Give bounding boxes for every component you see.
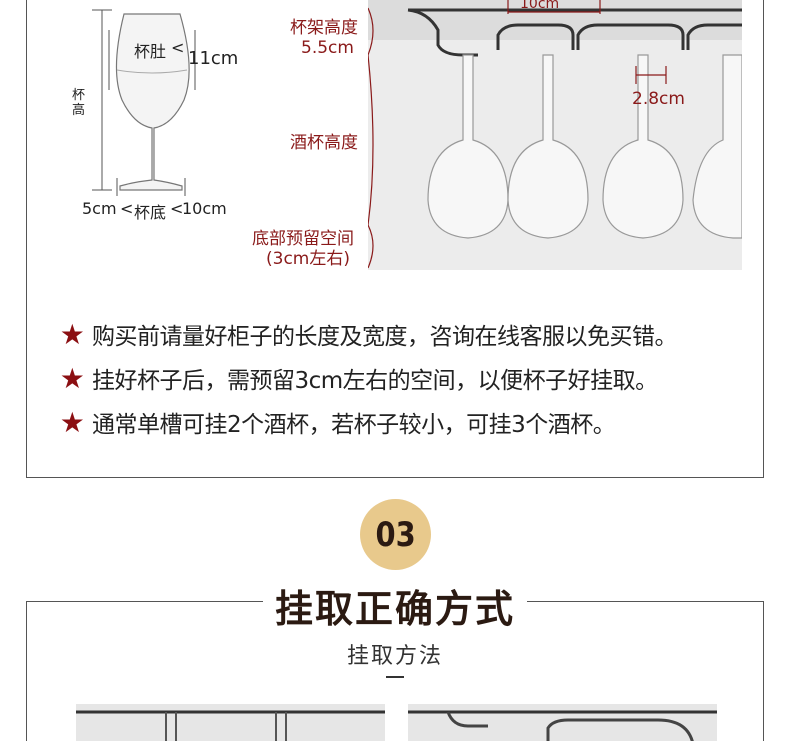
rack-height-value: 5.5cm bbox=[301, 38, 354, 58]
rack-with-glasses-image bbox=[368, 0, 742, 269]
divider bbox=[386, 676, 404, 678]
purchase-notes: ★ 购买前请量好柜子的长度及宽度，咨询在线客服以免买错。 ★ 挂好杯子后，需预留… bbox=[58, 312, 678, 444]
method-photo-2 bbox=[408, 704, 717, 741]
method-photo-1 bbox=[76, 704, 385, 741]
base-arrow-left: < bbox=[120, 199, 134, 218]
bottom-space-value: (3cm左右) bbox=[266, 249, 350, 269]
info-panel bbox=[26, 0, 764, 478]
height-label: 杯高 bbox=[72, 88, 86, 118]
note-item: ★ 挂好杯子后，需预留3cm左右的空间，以便杯子好挂取。 bbox=[58, 356, 677, 400]
belly-size: 11cm bbox=[188, 48, 239, 69]
section-title: 挂取正确方式 bbox=[262, 587, 527, 631]
note-text: 挂好杯子后，需预留3cm左右的空间，以便杯子好挂取。 bbox=[92, 368, 658, 394]
belly-arrow: < bbox=[171, 38, 185, 57]
note-item: ★ 购买前请量好柜子的长度及宽度，咨询在线客服以免买错。 bbox=[58, 312, 678, 356]
bottom-space-label: 底部预留空间 bbox=[252, 229, 354, 249]
belly-label: 杯肚 bbox=[134, 42, 167, 61]
note-text: 购买前请量好柜子的长度及宽度，咨询在线客服以免买错。 bbox=[92, 324, 678, 350]
star-icon: ★ bbox=[59, 317, 85, 351]
note-item: ★ 通常单槽可挂2个酒杯，若杯子较小，可挂3个酒杯。 bbox=[58, 400, 677, 444]
section-number-badge: 03 bbox=[360, 499, 431, 570]
wine-glass-illustration bbox=[92, 9, 196, 196]
rack-thumbnail-image bbox=[408, 710, 717, 741]
gap-slot-label: 2.8cm bbox=[632, 89, 685, 109]
base-max: 10cm bbox=[182, 199, 227, 218]
note-text: 通常单槽可挂2个酒杯，若杯子较小，可挂3个酒杯。 bbox=[92, 412, 616, 438]
star-icon: ★ bbox=[59, 361, 85, 395]
glass-dimension-diagram: 杯肚 < 11cm 杯高 5cm < 杯底 < 10cm bbox=[62, 0, 262, 230]
base-min: 5cm bbox=[82, 199, 117, 218]
section-subtitle: 挂取方法 bbox=[346, 644, 443, 669]
base-label: 杯底 bbox=[134, 203, 167, 222]
section-title-wrap: 挂取正确方式 bbox=[0, 578, 790, 633]
base-arrow-right: < bbox=[170, 199, 184, 218]
rack-photo: 10cm 2.8cm bbox=[368, 0, 742, 270]
rack-thumbnail-image bbox=[76, 710, 385, 741]
section-number: 03 bbox=[375, 514, 416, 555]
rack-height-label: 杯架高度 bbox=[290, 18, 358, 38]
glass-height-label: 酒杯高度 bbox=[290, 133, 358, 153]
star-icon: ★ bbox=[59, 405, 85, 439]
gap-top-label: 10cm bbox=[520, 0, 560, 12]
